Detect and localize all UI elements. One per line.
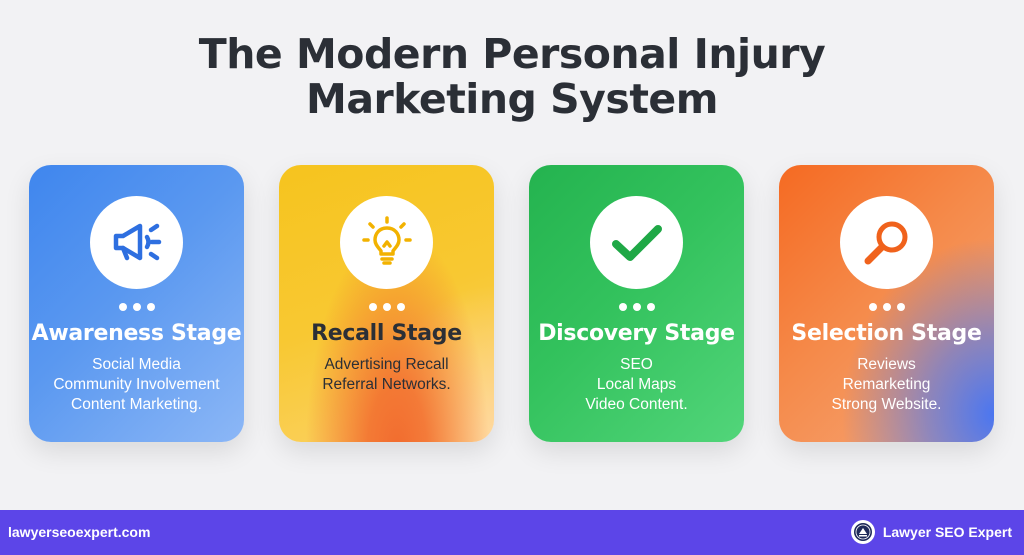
recall-icon-circle: [340, 196, 433, 289]
stage-title: Awareness Stage: [31, 321, 242, 346]
stage-item: Strong Website.: [831, 396, 942, 413]
checkmark-icon: [611, 224, 662, 261]
stage-item: Content Marketing.: [71, 396, 202, 413]
page-title: The Modern Personal Injury Marketing Sys…: [0, 32, 1024, 122]
awareness-stage-card: Awareness Stage Social Media Community I…: [29, 165, 244, 442]
card-dots: [779, 303, 994, 311]
stage-title: Discovery Stage: [538, 321, 735, 346]
selection-icon-circle: [840, 196, 933, 289]
lightbulb-icon: [361, 215, 412, 265]
site-link[interactable]: lawyerseoexpert.com: [8, 524, 151, 540]
title-line-1: The Modern Personal Injury: [198, 30, 826, 78]
card-dots: [279, 303, 494, 311]
stage-items: Social Media Community Involvement Conte…: [29, 355, 244, 415]
magnifier-icon: [864, 221, 907, 264]
stage-items: Reviews Remarketing Strong Website.: [779, 355, 994, 415]
stage-items: SEO Local Maps Video Content.: [529, 355, 744, 415]
stage-item: Reviews: [857, 356, 916, 373]
megaphone-icon: [113, 223, 161, 260]
stage-item: SEO: [620, 356, 653, 373]
card-dots: [529, 303, 744, 311]
stage-items: Advertising Recall Referral Networks.: [279, 355, 494, 395]
stage-item: Video Content.: [585, 396, 688, 413]
title-line-2: Marketing System: [306, 75, 718, 123]
footer-bar: lawyerseoexpert.com Lawyer SEO Expert: [0, 510, 1024, 555]
stage-title: Selection Stage: [791, 321, 982, 346]
brand-name: Lawyer SEO Expert: [882, 524, 1012, 540]
stage-title: Recall Stage: [311, 321, 462, 346]
stage-item: Community Involvement: [53, 376, 220, 393]
stage-item: Referral Networks.: [322, 376, 451, 393]
stage-item: Social Media: [92, 356, 181, 373]
stage-item: Remarketing: [842, 376, 931, 393]
brand: Lawyer SEO Expert: [850, 520, 1012, 544]
stage-item: Local Maps: [596, 376, 677, 393]
awareness-icon-circle: [90, 196, 183, 289]
discovery-stage-card: Discovery Stage SEO Local Maps Video Con…: [529, 165, 744, 442]
stage-item: Advertising Recall: [324, 356, 449, 373]
card-dots: [29, 303, 244, 311]
discovery-icon-circle: [590, 196, 683, 289]
brand-logo-icon: [850, 520, 875, 544]
selection-stage-card: Selection Stage Reviews Remarketing Stro…: [779, 165, 994, 442]
recall-stage-card: Recall Stage Advertising Recall Referral…: [279, 165, 494, 442]
